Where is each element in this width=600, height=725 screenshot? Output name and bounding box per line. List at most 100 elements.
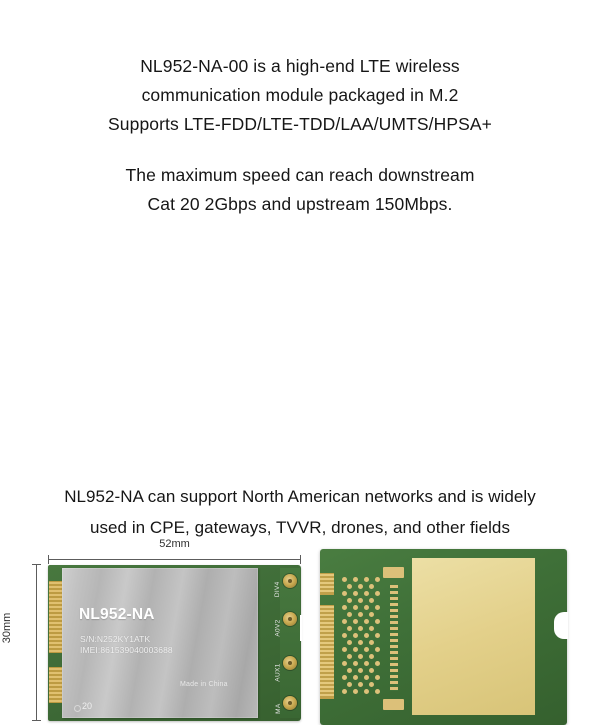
pcb-via-pad [347,682,352,687]
connector-pin [320,678,334,680]
antenna-connector-label: AUX1 [274,663,282,682]
pcb-via-pad [358,682,363,687]
connector-pin [49,688,62,690]
width-dimension-label: 52mm [159,538,190,550]
height-dimension-label: 30mm [1,612,13,644]
module-code: 20 [82,701,93,711]
top-text-line-3: Supports LTE-FDD/LTE-TDD/LAA/UMTS/HPSA+ [108,114,492,134]
pcb-via-pad [375,633,380,638]
connector-pin [320,670,334,672]
antenna-connector [283,574,297,588]
connector-pin [320,578,334,580]
pcb-via-pad [353,577,358,582]
connector-pin [49,618,62,620]
pcb-via-pad [347,640,352,645]
pcb-via-pad [375,661,380,666]
connector-pin [320,634,334,636]
pcb-via-pad [369,654,374,659]
height-dimension-line [32,564,41,721]
pcb-via-pad [347,584,352,589]
pcb-via-pad [342,591,347,596]
bottom-text-line-2: used in CPE, gateways, TVVR, drones, and… [89,518,510,537]
connector-pin [49,700,62,702]
connector-pin [320,638,334,640]
antenna-connector [283,612,297,626]
connector-pin [49,634,62,636]
module-origin-text: Made in China [180,681,228,688]
pcb-via-pad [364,647,369,652]
antenna-connector [283,696,297,710]
module-code-dot-icon [74,705,81,712]
connector-pin [49,582,62,584]
pcb-via-pad [358,654,363,659]
connector-pin [320,674,334,676]
back-thermal-gold-pad [412,558,535,715]
rf-shield-can: NL952-NA S/N:N252KY1ATK IMEI:86153904000… [62,568,258,718]
top-text-line-4: The maximum speed can reach downstream [125,165,475,185]
top-description-text: NL952-NA-00 is a high-end LTE wireless c… [0,52,600,219]
pcb-via-pad [369,598,374,603]
connector-pin [49,602,62,604]
top-text-line-2: communication module packaged in M.2 [141,85,459,105]
connector-pin [320,582,334,584]
module-imei: IMEI:861539040003688 [80,645,173,655]
paragraph-spacer [0,139,600,161]
connector-pin [320,606,334,608]
connector-pin [49,684,62,686]
pcb-via-pad [375,647,380,652]
pcb-via-pad [353,689,358,694]
back-edge-connector-lower [320,605,334,699]
connector-pin [49,680,62,682]
connector-pin [320,646,334,648]
connector-pin [320,694,334,696]
pcb-via-pad [353,591,358,596]
connector-pin [49,638,62,640]
module-serial-number: S/N:N252KY1ATK [80,634,151,644]
pcb-via-pad [342,675,347,680]
pcb-via-pad [369,682,374,687]
connector-pin [320,630,334,632]
connector-pin [320,666,334,668]
connector-pin [49,610,62,612]
product-photo: 52mm 30mm NL952-NA S/N:N252KY1ATK IMEI:8… [0,262,600,725]
pcb-via-pad [342,605,347,610]
pcb-via-pad [364,591,369,596]
module-part-number: NL952-NA [79,606,155,623]
bottom-description-text: NL952-NA can support North American netw… [0,481,600,543]
connector-pin [320,622,334,624]
pcb-via-pad [353,647,358,652]
top-text-line-1: NL952-NA-00 is a high-end LTE wireless [140,56,460,76]
connector-pin [49,626,62,628]
pcb-via-pad [358,598,363,603]
pcb-via-pad [342,633,347,638]
connector-pin [320,686,334,688]
connector-pin [320,610,334,612]
connector-pin [320,642,334,644]
antenna-connector-label: A0V2 [274,619,282,637]
pcb-via-pad [347,626,352,631]
module-front-view: NL952-NA S/N:N252KY1ATK IMEI:86153904000… [48,565,302,721]
back-smd-pad-bottom [383,699,404,710]
pcb-via-pad [353,605,358,610]
connector-pin [49,606,62,608]
connector-pin [320,590,334,592]
pcb-via-pad [375,689,380,694]
back-smd-pad-top [383,567,404,578]
pcb-via-pad [347,612,352,617]
pcb-via-pad [375,591,380,596]
connector-pin [320,654,334,656]
pcb-via-pad [364,633,369,638]
pcb-via-pad [342,647,347,652]
connector-pin [320,662,334,664]
width-dimension-line [48,555,301,564]
connector-pin [320,574,334,576]
connector-pin [320,618,334,620]
bottom-text-line-1: NL952-NA can support North American netw… [64,487,536,506]
pcb-via-pad [342,619,347,624]
pcb-via-pad [369,584,374,589]
connector-pin [320,586,334,588]
pcb-via-pad [375,675,380,680]
pcb-via-pad [369,626,374,631]
connector-pin [49,598,62,600]
